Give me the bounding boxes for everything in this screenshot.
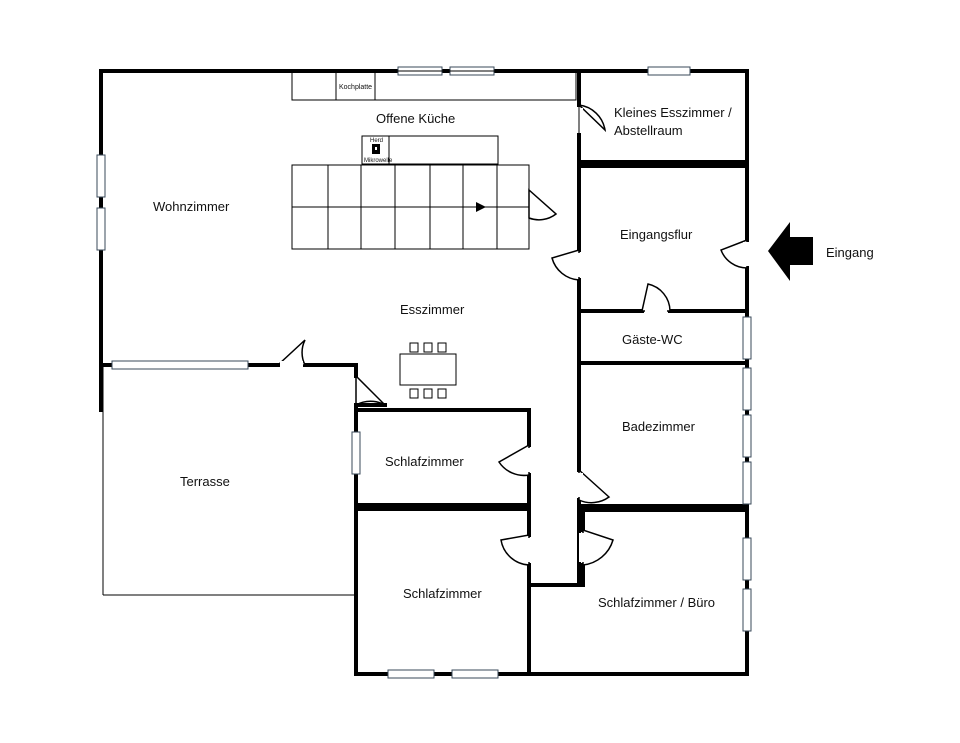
room-labels: Kochplatte Herd Mikrowelle Offene Küche …	[153, 84, 874, 610]
room-schlafzimmer-buero: Schlafzimmer / Büro	[598, 595, 715, 610]
window	[742, 367, 752, 411]
counter	[291, 70, 577, 101]
window	[351, 431, 361, 475]
mikrowelle-label: Mikrowelle	[364, 158, 393, 164]
kitchen-counters	[291, 70, 577, 165]
room-wohnzimmer: Wohnzimmer	[153, 199, 230, 214]
door	[551, 248, 580, 281]
doors	[276, 103, 751, 566]
window	[111, 360, 249, 370]
window	[96, 207, 106, 251]
door	[578, 468, 611, 504]
window	[742, 588, 752, 632]
window	[742, 461, 752, 505]
dining-table	[399, 342, 457, 399]
chair	[423, 388, 433, 399]
chair	[437, 388, 447, 399]
door	[528, 188, 558, 221]
stair-arrow-icon	[476, 202, 486, 212]
room-badezimmer: Badezimmer	[622, 419, 696, 434]
chair	[423, 342, 433, 353]
door	[582, 528, 614, 566]
room-esszimmer: Esszimmer	[400, 302, 465, 317]
door	[500, 534, 530, 566]
door	[641, 283, 671, 312]
room-kleines-esszimmer-line1: Kleines Esszimmer /	[614, 105, 732, 120]
entrance-label: Eingang	[826, 245, 874, 260]
room-kleines-esszimmer-line2: Abstellraum	[614, 123, 683, 138]
room-gaeste-wc: Gäste-WC	[622, 332, 683, 347]
room-schlafzimmer-2: Schlafzimmer	[403, 586, 482, 601]
chair	[409, 342, 419, 353]
window	[96, 154, 106, 198]
door	[497, 443, 530, 477]
door	[576, 103, 607, 133]
chair	[409, 388, 419, 399]
door	[276, 339, 307, 366]
staircase	[291, 164, 530, 250]
room-eingangsflur: Eingangsflur	[620, 227, 693, 242]
window	[742, 537, 752, 581]
window	[451, 669, 499, 679]
kochplatte-label: Kochplatte	[339, 84, 372, 91]
chair	[437, 342, 447, 353]
room-terrasse: Terrasse	[180, 474, 230, 489]
interior-walls	[354, 69, 749, 676]
window	[742, 414, 752, 458]
room-offene-kueche: Offene Küche	[376, 111, 455, 126]
window	[742, 316, 752, 360]
door	[720, 238, 748, 269]
herd-label: Herd	[370, 138, 383, 144]
room-schlafzimmer-1: Schlafzimmer	[385, 454, 464, 469]
window	[647, 66, 691, 76]
arrow-left-icon	[768, 222, 813, 281]
window	[387, 669, 435, 679]
door	[355, 374, 386, 407]
